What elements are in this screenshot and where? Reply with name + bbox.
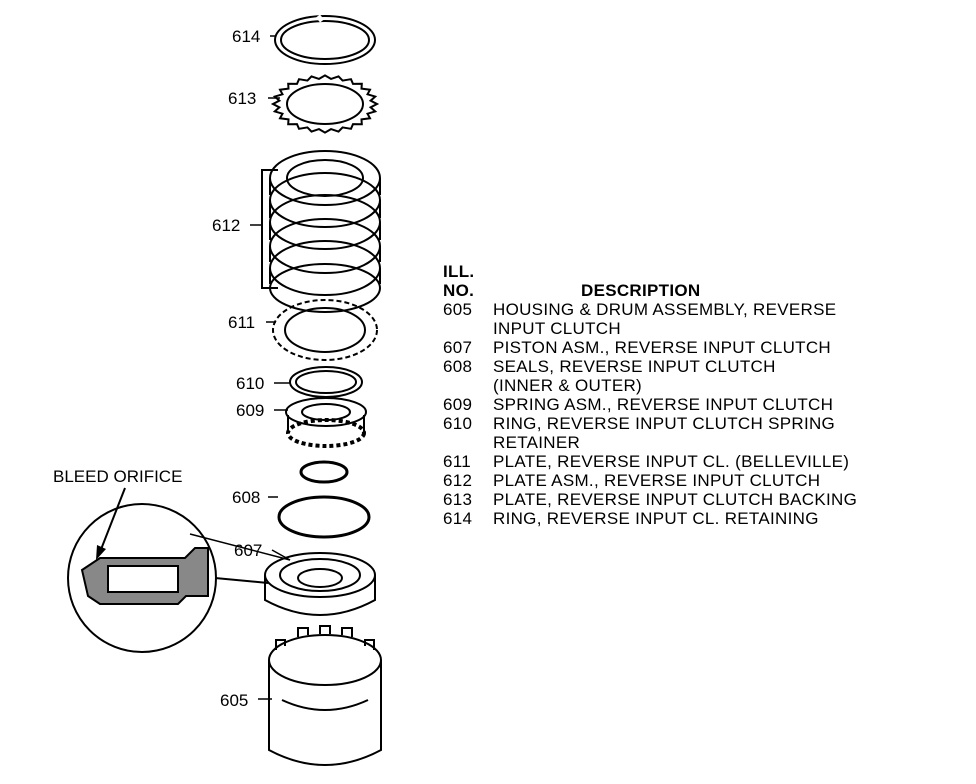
- part-605-housing-drum: [268, 625, 382, 766]
- legend-item-number: 612: [443, 471, 473, 490]
- legend-item: 612 PLATE ASM., REVERSE INPUT CLUTCH: [443, 471, 943, 490]
- legend-item-line: PISTON ASM., REVERSE INPUT CLUTCH: [493, 338, 832, 357]
- part-608-seals: [277, 460, 371, 539]
- legend-item-description: PLATE, REVERSE INPUT CLUTCH BACKING: [493, 490, 943, 509]
- legend-item-line: PLATE, REVERSE INPUT CLUTCH BACKING: [493, 490, 858, 509]
- legend-item-description: PLATE ASM., REVERSE INPUT CLUTCH: [493, 471, 943, 490]
- legend-item-number: 609: [443, 395, 473, 414]
- part-613-backing-plate: [270, 74, 380, 134]
- part-609-spring-assembly: [285, 397, 367, 448]
- callout-612: 612: [212, 216, 240, 235]
- legend-item-number: 614: [443, 509, 473, 528]
- legend-item: 608 SEALS, REVERSE INPUT CLUTCH(INNER & O…: [443, 357, 943, 395]
- callout-609: 609: [236, 401, 264, 420]
- legend-item-description: PISTON ASM., REVERSE INPUT CLUTCH: [493, 338, 943, 357]
- legend-item: 607 PISTON ASM., REVERSE INPUT CLUTCH: [443, 338, 943, 357]
- callout-607: 607: [234, 541, 262, 560]
- legend-item-description: RING, REVERSE INPUT CL. RETAINING: [493, 509, 943, 528]
- legend-item-description: SPRING ASM., REVERSE INPUT CLUTCH: [493, 395, 943, 414]
- legend-item: 614 RING, REVERSE INPUT CL. RETAINING: [443, 509, 943, 528]
- callout-bleed-orifice: BLEED ORIFICE: [53, 467, 182, 486]
- legend-item-line: (INNER & OUTER): [493, 376, 642, 395]
- legend-item-line: PLATE, REVERSE INPUT CL. (BELLEVILLE): [493, 452, 850, 471]
- legend-item-line: HOUSING & DRUM ASSEMBLY, REVERSE: [493, 300, 837, 319]
- legend-item-line: SEALS, REVERSE INPUT CLUTCH: [493, 357, 776, 376]
- legend-item-number: 608: [443, 357, 473, 376]
- part-610-spring-retainer-ring: [289, 366, 363, 398]
- legend-item-number: 613: [443, 490, 473, 509]
- part-612-clutch-plate-stack: [269, 150, 381, 313]
- callout-608: 608: [232, 488, 260, 507]
- bleed-orifice-detail: [67, 487, 291, 653]
- callout-614: 614: [232, 27, 260, 46]
- legend-item-description: PLATE, REVERSE INPUT CL. (BELLEVILLE): [493, 452, 943, 471]
- callout-610: 610: [236, 374, 264, 393]
- callout-613: 613: [228, 89, 256, 108]
- callout-605: 605: [220, 691, 248, 710]
- legend-item: 613 PLATE, REVERSE INPUT CLUTCH BACKING: [443, 490, 943, 509]
- callout-611: 611: [228, 313, 255, 332]
- legend-item-line: PLATE ASM., REVERSE INPUT CLUTCH: [493, 471, 821, 490]
- legend-item: 609 SPRING ASM., REVERSE INPUT CLUTCH: [443, 395, 943, 414]
- legend-header-no: NO.: [443, 281, 475, 300]
- legend-item-number: 611: [443, 452, 472, 471]
- legend-header-ill: ILL.: [443, 262, 475, 281]
- legend-item-line: SPRING ASM., REVERSE INPUT CLUTCH: [493, 395, 834, 414]
- part-611-belleville-plate: [272, 299, 378, 361]
- legend-item-line: RING, REVERSE INPUT CLUTCH SPRING: [493, 414, 836, 433]
- part-612-bracket: [261, 169, 278, 289]
- legend-header-row: NO. DESCRIPTION: [443, 281, 943, 300]
- legend-header-description: DESCRIPTION: [581, 281, 701, 300]
- part-607-piston: [264, 552, 376, 616]
- legend-item: 611 PLATE, REVERSE INPUT CL. (BELLEVILLE): [443, 452, 943, 471]
- legend-item-number: 610: [443, 414, 473, 433]
- part-614-retaining-ring: [274, 14, 376, 65]
- legend-item-line: RETAINER: [493, 433, 581, 452]
- legend-item-line: INPUT CLUTCH: [493, 319, 621, 338]
- leader-lines: [250, 35, 291, 700]
- parts-legend: ILL. NO. DESCRIPTION 605 HOUSING & DRUM A…: [443, 262, 943, 528]
- legend-item-description: SEALS, REVERSE INPUT CLUTCH(INNER & OUTE…: [493, 357, 943, 395]
- legend-item-number: 607: [443, 338, 473, 357]
- legend-item-number: 605: [443, 300, 473, 319]
- legend-item-line: RING, REVERSE INPUT CL. RETAINING: [493, 509, 819, 528]
